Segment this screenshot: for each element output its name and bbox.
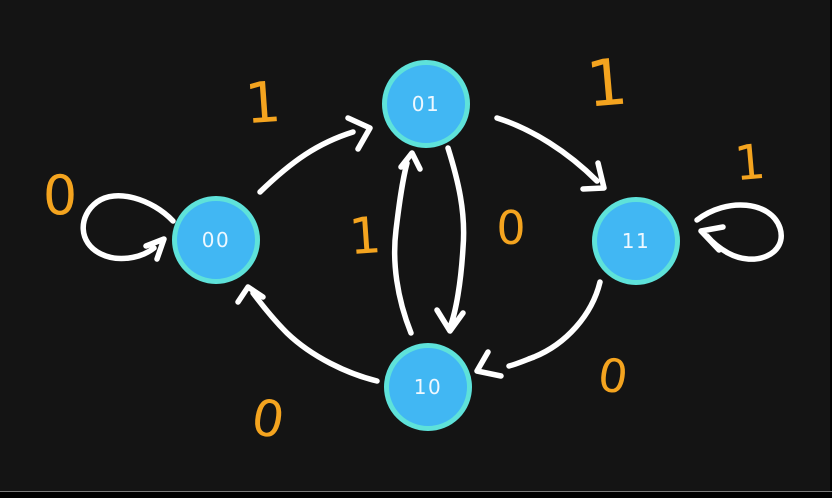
state-node-00[interactable]: 00 bbox=[172, 196, 260, 284]
edge-label-11-self-loop[interactable]: 1 bbox=[732, 133, 768, 193]
state-node-11-label: 11 bbox=[621, 229, 651, 253]
edge-label-01-to-11[interactable]: 1 bbox=[583, 45, 631, 123]
edge-label-10-to-01[interactable]: 1 bbox=[347, 205, 383, 267]
edge-arrow-01-to-11[interactable] bbox=[494, 115, 607, 192]
edge-arrow-11-self-loop[interactable] bbox=[694, 202, 784, 262]
edge-arrow-10-to-01[interactable] bbox=[391, 150, 423, 336]
state-node-10[interactable]: 10 bbox=[384, 343, 472, 431]
state-node-10-label: 10 bbox=[413, 375, 443, 399]
edge-arrow-00-self-loop[interactable] bbox=[80, 193, 176, 262]
state-node-11[interactable]: 11 bbox=[592, 197, 680, 285]
state-node-01[interactable]: 01 bbox=[382, 60, 470, 148]
edge-arrow-11-to-10[interactable] bbox=[474, 279, 603, 379]
edge-arrow-00-to-01[interactable] bbox=[257, 115, 373, 195]
edge-arrow-01-to-10[interactable] bbox=[434, 145, 467, 334]
window-edge-right bbox=[830, 0, 832, 498]
edge-label-00-self-loop[interactable]: 0 bbox=[42, 164, 78, 227]
edge-label-01-to-10[interactable]: 0 bbox=[496, 201, 526, 255]
edge-arrow-10-to-00[interactable] bbox=[235, 284, 380, 384]
edge-label-00-to-01[interactable]: 1 bbox=[242, 69, 284, 138]
window-edge-bottom bbox=[0, 491, 832, 498]
state-node-01-label: 01 bbox=[411, 92, 441, 116]
state-node-00-label: 00 bbox=[201, 228, 231, 252]
